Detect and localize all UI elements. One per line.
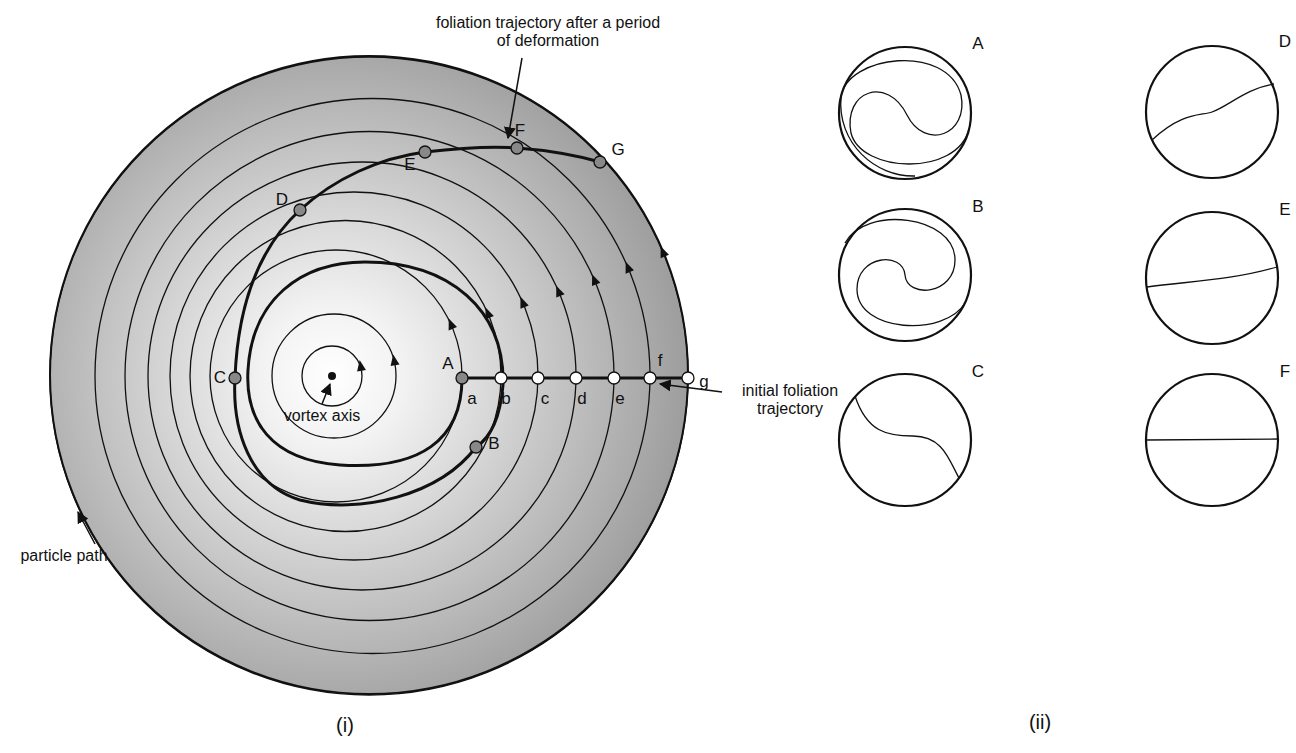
flow-arrow xyxy=(357,360,366,372)
profile-letter: E xyxy=(1279,200,1290,220)
point xyxy=(644,372,656,384)
profile-letter: A xyxy=(972,34,983,54)
annotation: particle path xyxy=(20,547,107,565)
profile-C xyxy=(839,374,971,506)
profile-circle xyxy=(839,374,971,506)
profile-letter: F xyxy=(1280,362,1290,382)
profile-curve xyxy=(1152,84,1274,140)
flow-arrow xyxy=(661,246,669,258)
profile-letter: C xyxy=(972,362,984,382)
trajectory-points xyxy=(229,142,694,453)
point-letter: G xyxy=(611,140,624,160)
point-letter: d xyxy=(577,389,586,409)
point xyxy=(456,372,468,384)
point-letter: E xyxy=(404,155,415,175)
point xyxy=(570,372,582,384)
leader-line xyxy=(322,384,330,404)
point xyxy=(470,441,482,453)
profile-D xyxy=(1146,46,1278,178)
point xyxy=(495,372,507,384)
profile-circle xyxy=(1146,374,1278,506)
profile-circle xyxy=(1146,46,1278,178)
point xyxy=(229,372,241,384)
point-letter: b xyxy=(501,389,510,409)
profile-circle xyxy=(839,209,971,341)
profile-letter: D xyxy=(1279,32,1291,52)
particle-path xyxy=(148,162,576,590)
point-letter: C xyxy=(214,368,226,388)
profile-curve xyxy=(841,97,915,176)
leader-line xyxy=(660,384,722,392)
annotation: vortex axis xyxy=(284,407,360,425)
particle-path xyxy=(50,57,688,695)
point xyxy=(594,156,606,168)
profile-A xyxy=(839,47,971,179)
annotation: initial foliation trajectory xyxy=(720,382,860,419)
point-letter: g xyxy=(699,372,708,392)
vortex-disk xyxy=(50,56,688,694)
profile-B xyxy=(839,209,971,341)
flow-arrow xyxy=(449,319,457,331)
point xyxy=(532,372,544,384)
point-letter: c xyxy=(541,389,550,409)
panel-number: (ii) xyxy=(1029,711,1051,734)
profile-curve xyxy=(845,220,965,326)
particle-path xyxy=(302,346,362,406)
leader-line xyxy=(78,512,95,544)
panel-number: (i) xyxy=(336,714,354,737)
profile-letter: B xyxy=(972,197,983,217)
flow-arrow xyxy=(592,274,600,286)
particle-paths xyxy=(50,57,688,695)
profile-F xyxy=(1146,374,1278,506)
point-letter: B xyxy=(488,434,499,454)
vortex-axis-dot xyxy=(328,372,336,380)
profile-circle xyxy=(1146,212,1278,344)
particle-path xyxy=(190,221,501,532)
profile-curve xyxy=(1146,439,1278,440)
point xyxy=(682,372,694,384)
point-letter: D xyxy=(276,190,288,210)
profile-circles xyxy=(839,46,1278,506)
particle-path xyxy=(125,132,614,621)
point xyxy=(511,142,523,154)
particle-path xyxy=(95,99,650,654)
point xyxy=(294,204,306,216)
flow-arrow xyxy=(556,286,564,298)
point-letter: A xyxy=(442,354,453,374)
deformed-trajectory xyxy=(235,147,600,505)
leader-lines xyxy=(78,58,722,544)
annotation: foliation trajectory after a period of d… xyxy=(431,14,666,51)
point-letter: a xyxy=(467,389,476,409)
flow-arrow xyxy=(391,354,400,366)
point xyxy=(608,372,620,384)
profile-curve xyxy=(855,396,959,478)
flow-arrow xyxy=(520,297,528,309)
point xyxy=(419,146,431,158)
point-letter: f xyxy=(658,351,663,371)
particle-path xyxy=(272,314,396,438)
point-letter: e xyxy=(615,389,624,409)
point-letter: F xyxy=(515,121,525,141)
profile-E xyxy=(1146,212,1278,344)
profile-curve xyxy=(841,61,969,164)
profile-curve xyxy=(1147,267,1277,287)
flow-arrow xyxy=(626,262,634,274)
profile-circle xyxy=(839,47,971,179)
